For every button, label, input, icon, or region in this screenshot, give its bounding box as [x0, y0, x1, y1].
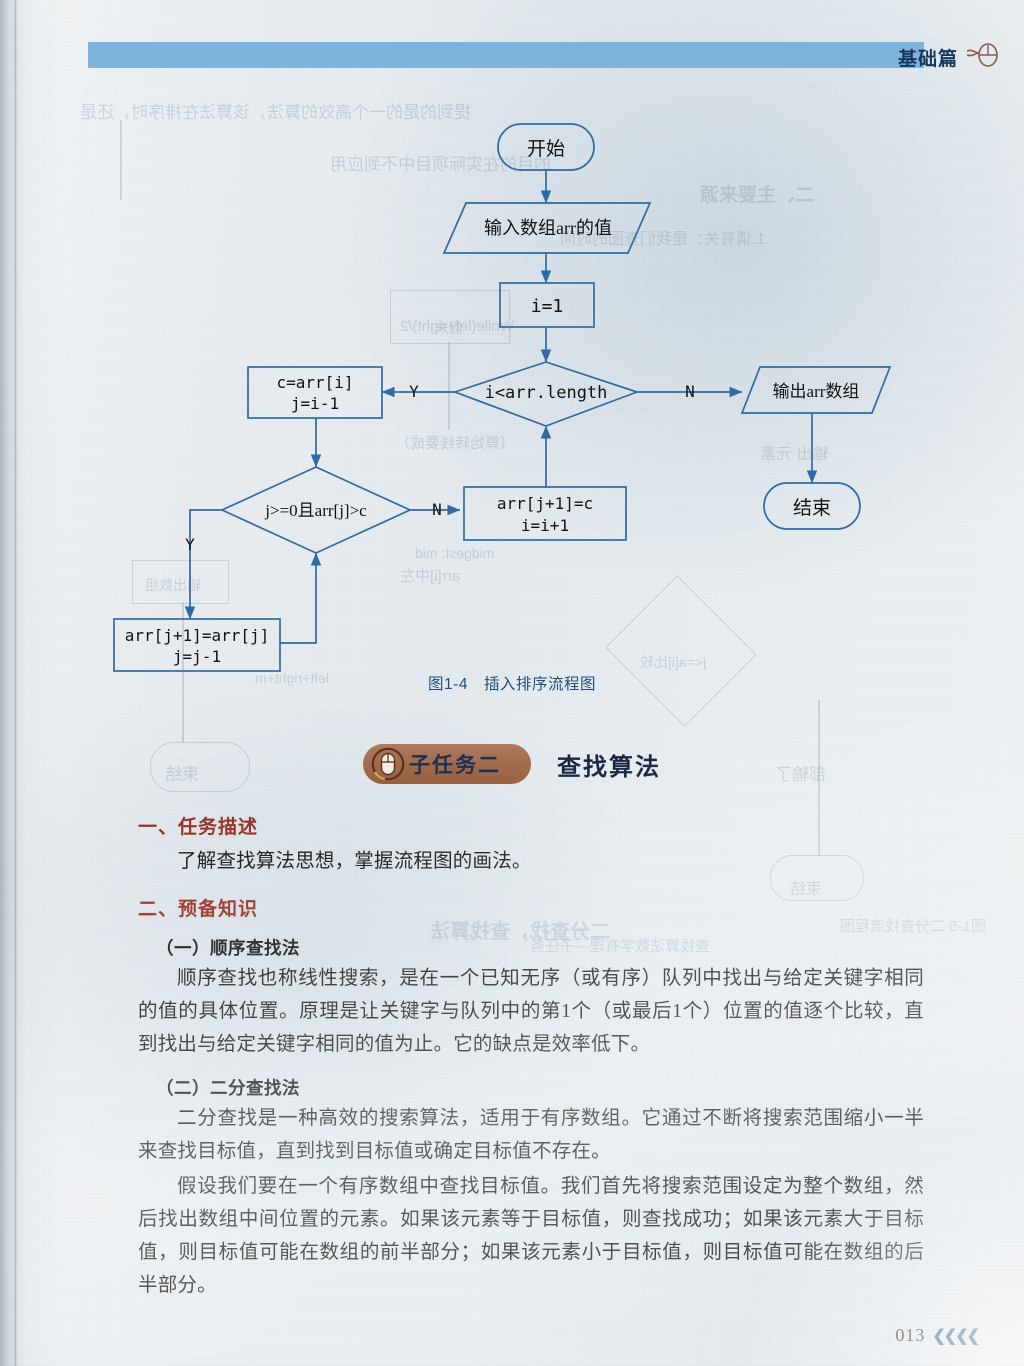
- flow-node-start: 开始: [497, 123, 595, 171]
- subsection-heading-sequential-search: （一）顺序查找法: [156, 938, 300, 958]
- flow-edge-inner-yes: [184, 509, 222, 620]
- insertion-sort-flowchart: 开始 输入数组arr的值 i=1 i<arr.length Y N c=arr[…: [113, 123, 892, 672]
- flow-node-init: i=1: [499, 282, 595, 328]
- svg-text:j=j-1: j=j-1: [173, 647, 221, 666]
- svg-text:i=i+1: i=i+1: [521, 516, 569, 535]
- page-number: 013: [895, 1325, 926, 1345]
- flow-label-yes-outer: Y: [409, 382, 419, 401]
- svg-text:arr[j+1]=arr[j]: arr[j+1]=arr[j]: [125, 626, 270, 645]
- header-title: 基础篇: [897, 49, 958, 70]
- svg-text:i<arr.length: i<arr.length: [485, 383, 608, 403]
- section-heading-prerequisites: 二、预备知识: [138, 899, 259, 920]
- subsection-heading-binary-search: （二）二分查找法: [156, 1078, 300, 1098]
- flow-node-output: 输出arr数组: [740, 366, 892, 414]
- svg-text:c=arr[i]: c=arr[i]: [276, 373, 353, 392]
- subtask-badge: 子任务二: [363, 744, 531, 784]
- svg-text:输入数组arr的值: 输入数组arr的值: [484, 218, 612, 238]
- section-heading-task-description: 一、任务描述: [138, 817, 259, 838]
- flow-node-input: 输入数组arr的值: [442, 202, 652, 254]
- paragraph-sequential-search: 顺序查找也称线性搜索，是在一个已知无序（或有序）队列中找出与给定关键字相同的值的…: [138, 968, 924, 1055]
- paragraph-binary-search-2: 假设我们要在一个有序数组中查找目标值。我们首先将搜索范围设定为整个数组，然后找出…: [138, 1176, 924, 1296]
- subtask-banner: 子任务二 查找算法: [0, 744, 1024, 784]
- chevron-left-icon: ❮❮❮❮: [932, 1327, 980, 1345]
- svg-text:j>=0且arr[j]>c: j>=0且arr[j]>c: [264, 501, 367, 520]
- body-content: 一、任务描述 了解查找算法思想，掌握流程图的画法。 二、预备知识 （一）顺序查找…: [138, 812, 924, 1302]
- flow-label-yes-inner: Y: [185, 535, 195, 554]
- mouse-icon: [371, 747, 405, 781]
- page-footer: 013 ❮❮❮❮: [895, 1325, 980, 1346]
- flow-node-inner-condition: j>=0且arr[j]>c: [219, 466, 413, 554]
- figure-caption: 图1-4 插入排序流程图: [428, 676, 596, 693]
- flow-node-place: arr[j+1]=c i=i+1: [463, 486, 627, 541]
- svg-text:输出arr数组: 输出arr数组: [773, 382, 860, 401]
- flow-label-no-outer: N: [685, 382, 695, 401]
- header-accent-bar: [88, 42, 924, 68]
- flow-node-loop-condition: i<arr.length: [452, 361, 640, 427]
- flow-edge-shift-loopback: [280, 552, 322, 644]
- svg-text:arr[j+1]=c: arr[j+1]=c: [497, 494, 593, 513]
- paragraph-task-description: 了解查找算法思想，掌握流程图的画法。: [177, 851, 532, 872]
- mouse-icon: [966, 43, 998, 67]
- svg-text:结束: 结束: [793, 497, 831, 519]
- subtask-badge-label: 子任务二: [409, 754, 501, 777]
- paragraph-binary-search-1: 二分查找是一种高效的搜索算法，适用于有序数组。它通过不断将搜索范围缩小一半来查找…: [138, 1108, 924, 1162]
- flow-label-no-inner: N: [432, 500, 442, 519]
- flow-node-assign-c: c=arr[i] j=i-1: [247, 366, 383, 419]
- svg-text:开始: 开始: [527, 138, 565, 160]
- svg-text:i=1: i=1: [531, 296, 564, 317]
- subtask-title: 查找算法: [557, 753, 661, 781]
- flow-node-end: 结束: [763, 482, 861, 530]
- svg-text:j=i-1: j=i-1: [291, 394, 339, 413]
- flow-node-shift: arr[j+1]=arr[j] j=j-1: [113, 618, 281, 672]
